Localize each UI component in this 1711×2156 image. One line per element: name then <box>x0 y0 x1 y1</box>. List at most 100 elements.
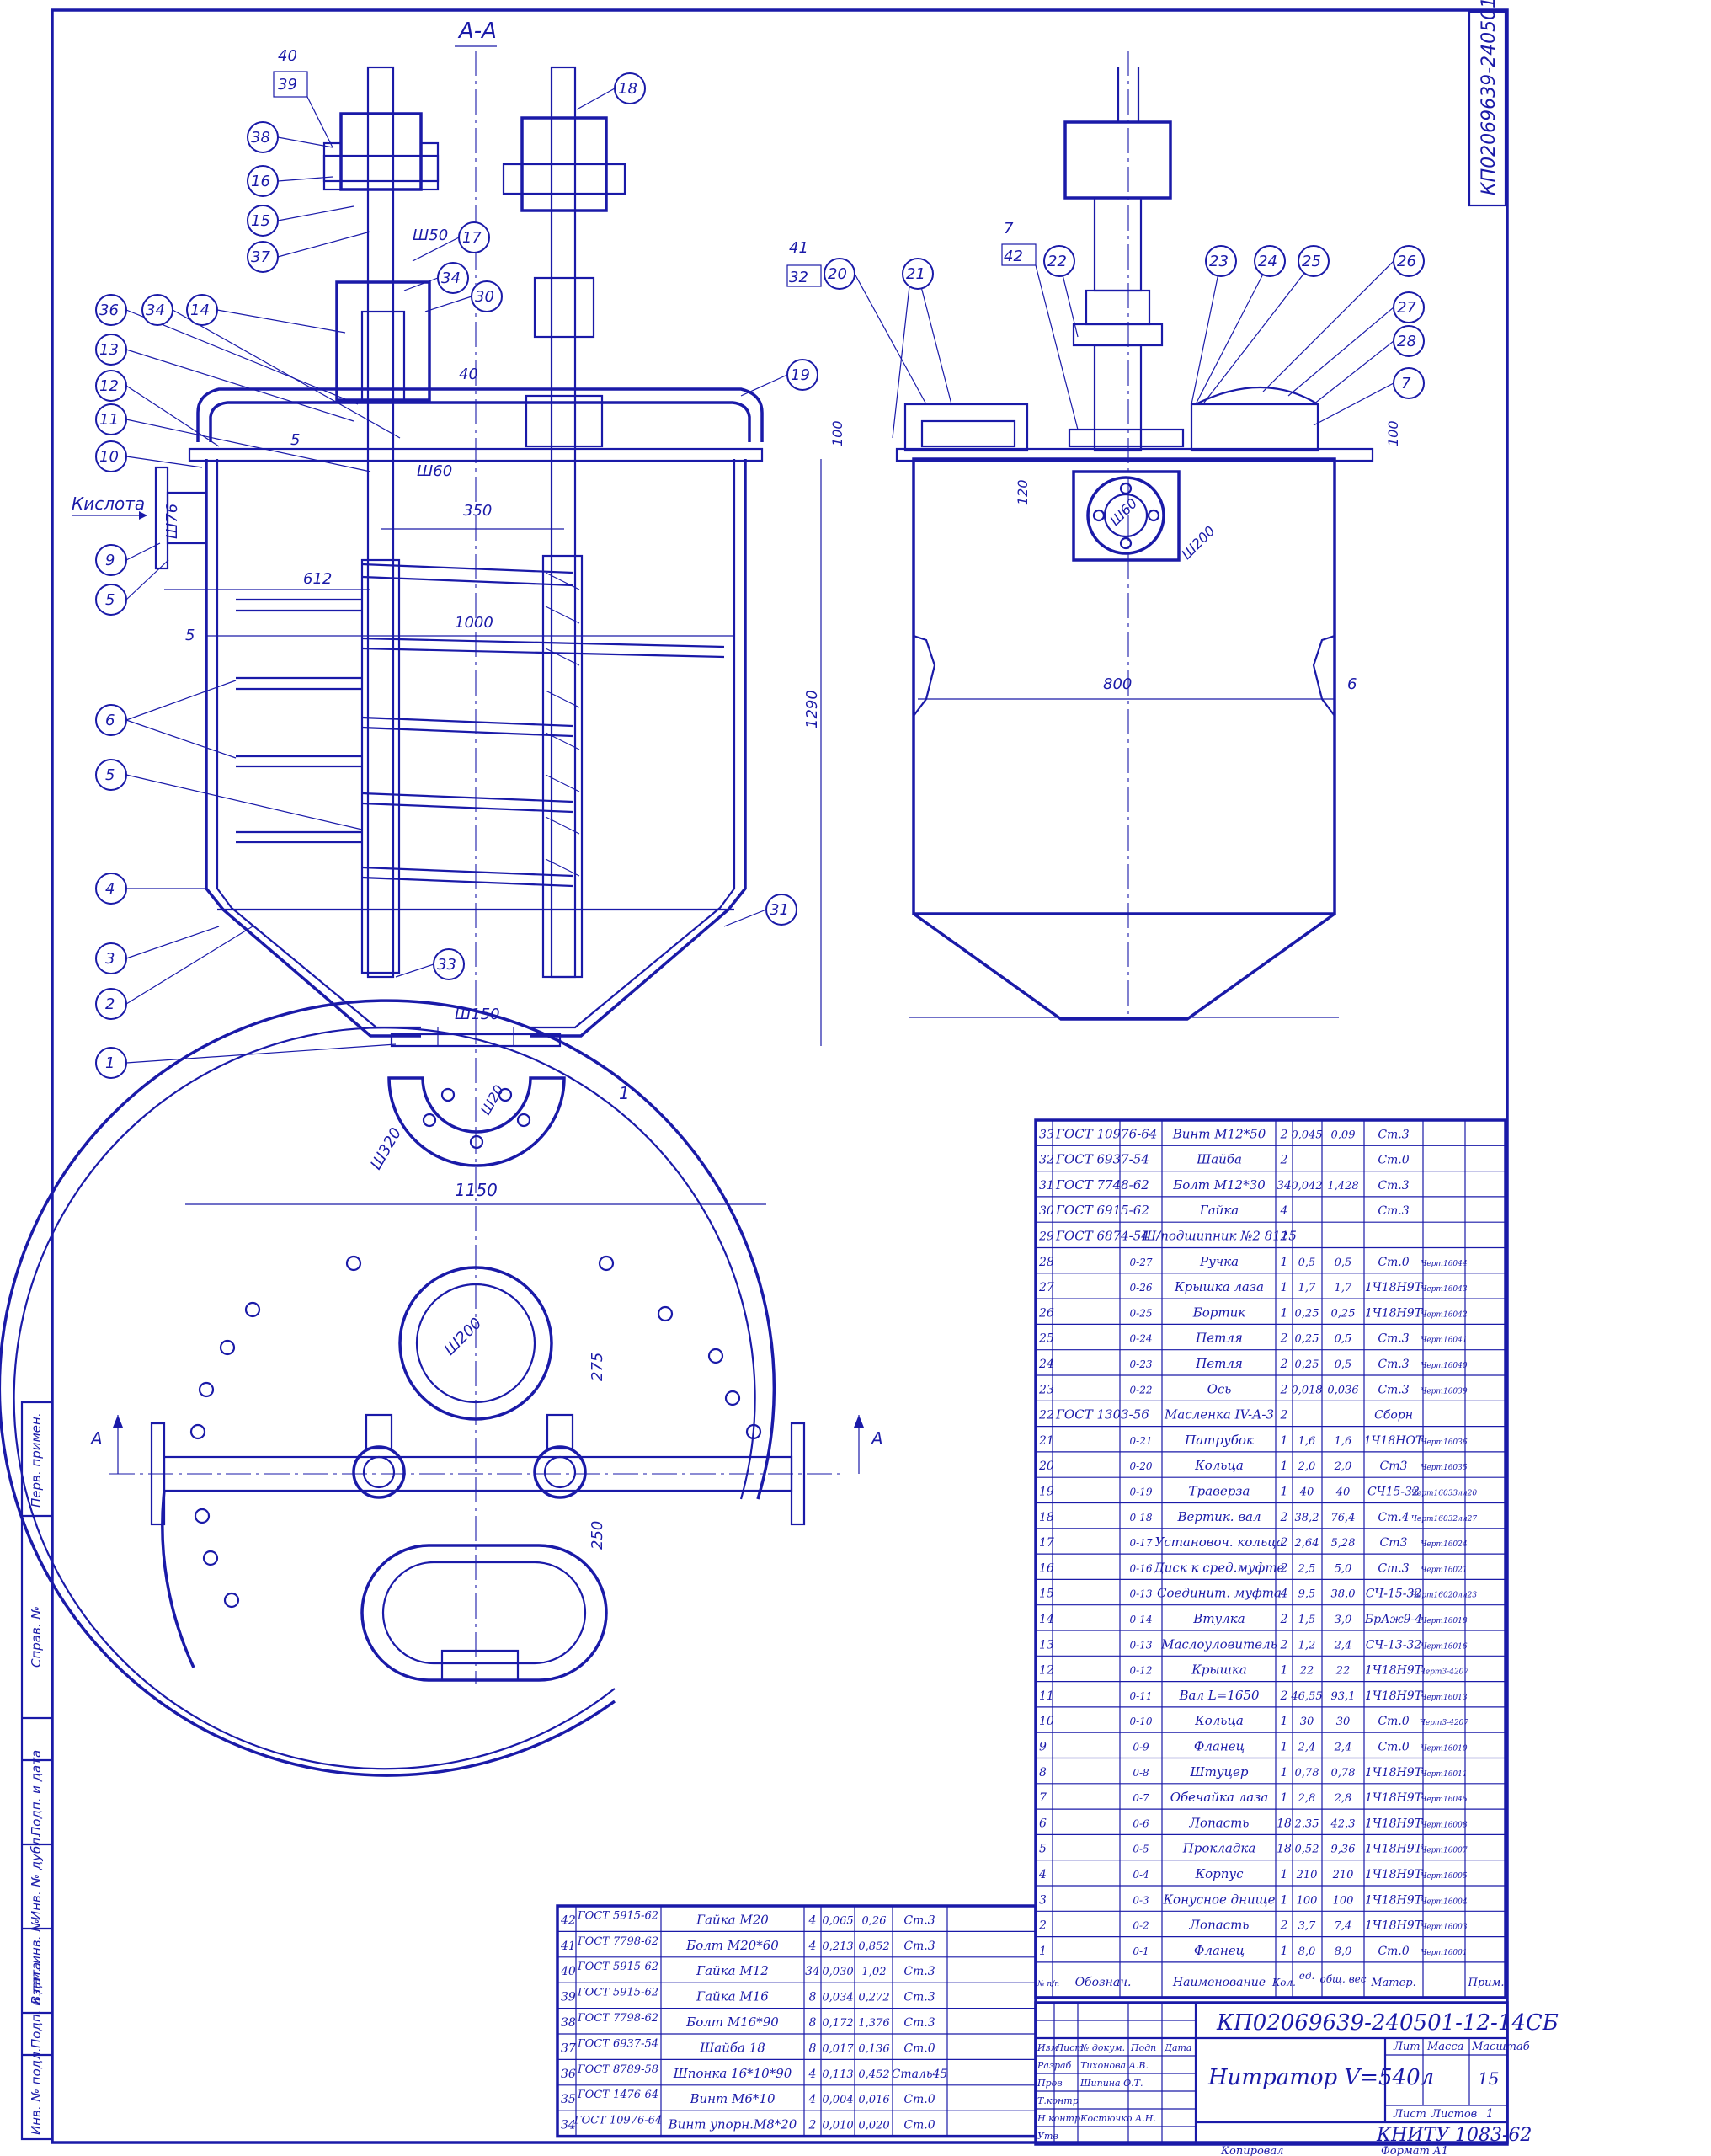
svg-text:30: 30 <box>475 288 494 306</box>
spec-row-name: Вал L=1650 <box>1179 1688 1260 1703</box>
side-stamp-4: Инв. № дубл. <box>29 1833 44 1920</box>
fastener-row-doc: ГОСТ 5915-62 <box>577 1987 658 1999</box>
side-stamp-6: Подп. и дата <box>29 1962 44 2048</box>
callout-16: 16 <box>247 165 333 197</box>
fastener-row-mass-total: 0,452 <box>858 2068 889 2081</box>
spec-row-des: 0-7 <box>1133 1792 1149 1804</box>
callout-3: 3 <box>95 926 220 974</box>
spec-row-mass-total: 93,1 <box>1331 1690 1356 1703</box>
section-mark-right: А <box>870 1428 883 1449</box>
dim-6: 6 <box>1347 675 1357 693</box>
spec-row-pos: 28 <box>1038 1256 1054 1269</box>
spec-row-name: Лопасть <box>1189 1918 1250 1933</box>
spec-row-material: Ст3 <box>1380 1460 1408 1473</box>
spec-row-mass-total: 0,036 <box>1327 1384 1358 1396</box>
svg-text:22: 22 <box>1047 253 1067 270</box>
callout-2: 2 <box>95 926 253 1020</box>
spec-row-mass-total: 40 <box>1335 1486 1351 1499</box>
fastener-row-pos: 36 <box>561 2068 576 2081</box>
spec-row-name: Винт М12*50 <box>1172 1126 1266 1141</box>
spec-row-pos: 14 <box>1039 1613 1054 1626</box>
callout-13: 13 <box>95 334 354 422</box>
fastener-row-mass-total: 0,26 <box>862 1914 887 1927</box>
spec-row-qty: 2 <box>1280 1561 1288 1575</box>
spec-row-mass-total: 1,428 <box>1327 1180 1358 1193</box>
fastener-row-material: Сталь45 <box>892 2068 948 2081</box>
svg-text:40: 40 <box>278 47 297 65</box>
fastener-row-material: Ст.3 <box>903 1940 935 1953</box>
spec-row-name: Маслоуловитель <box>1160 1636 1277 1652</box>
callouts-left: 1 2 3 4 5 6 5 9 10 11 12 13 36 34 14 37 … <box>95 47 818 1079</box>
side-shell <box>912 457 1336 915</box>
callout-34: 36 <box>95 294 359 405</box>
spec-row-pos: 32 <box>1039 1154 1054 1167</box>
spec-row-mass-unit: 1,7 <box>1298 1282 1316 1294</box>
callout-5a: 5 <box>95 759 363 830</box>
side-stamp-1: Перв. примен. <box>29 1412 44 1508</box>
spec-row-material: Ст.3 <box>1378 1561 1409 1575</box>
spec-row-mass-unit: 9,5 <box>1298 1588 1316 1601</box>
callout-37: 38 <box>247 121 333 153</box>
svg-text:36: 36 <box>99 302 119 319</box>
spec-row-name: Корпус <box>1194 1866 1244 1881</box>
spec-row-des: 0-4 <box>1133 1869 1149 1881</box>
svg-text:23: 23 <box>1209 253 1229 270</box>
spec-row-mass-unit: 1,5 <box>1298 1614 1316 1626</box>
spec-row-qty: 4 <box>1280 1204 1288 1218</box>
svg-text:6: 6 <box>105 712 115 729</box>
title-mass-h: Масса <box>1426 2041 1463 2053</box>
spec-row-qty: 1 <box>1281 1945 1288 1958</box>
spec-row-mass-total: 2,4 <box>1334 1639 1352 1652</box>
spec-row-mass-total: 42,3 <box>1330 1817 1356 1830</box>
spec-row-name: Обечайка лаза <box>1170 1790 1269 1805</box>
spec-row-mass-unit: 46,55 <box>1290 1690 1322 1703</box>
spec-row-name: Диск к сред.муфте <box>1154 1560 1285 1575</box>
spec-row-mass-unit: 0,52 <box>1295 1844 1319 1856</box>
spec-row-material: Ст3 <box>1380 1536 1408 1550</box>
dim-250: 250 <box>589 1521 606 1550</box>
spec-row-des: 0-24 <box>1130 1333 1153 1345</box>
svg-text:39: 39 <box>278 76 297 93</box>
spec-row-mass-total: 2,8 <box>1334 1792 1352 1805</box>
spec-row-note: Черт16035 <box>1421 1464 1467 1472</box>
dim-w76: Ш76 <box>163 504 181 539</box>
spec-row-des: 0-19 <box>1130 1486 1153 1498</box>
spec-row-material: 1Ч18Н9Т <box>1365 1868 1424 1881</box>
svg-text:16: 16 <box>251 173 270 190</box>
spec-row-mass-total: 9,36 <box>1331 1844 1356 1856</box>
callout-17: 17 <box>412 221 490 262</box>
callout-1: 1 <box>95 1043 397 1079</box>
title-row-role: Н.контр <box>1037 2113 1080 2124</box>
spec-row-name: Соединит. муфта <box>1157 1586 1282 1601</box>
spec-row-des: 0-13 <box>1130 1639 1153 1651</box>
callout-15: 15 <box>247 205 354 237</box>
spec-row-name: Гайка <box>1199 1203 1239 1218</box>
spec-row-mass-unit: 1,2 <box>1298 1639 1316 1652</box>
svg-text:9: 9 <box>105 552 115 569</box>
spec-row-qty: 1 <box>1281 1766 1288 1780</box>
spec-row-name: Установоч. кольца <box>1154 1534 1283 1550</box>
fastener-row-name: Винт упорн.М8*20 <box>668 2117 797 2132</box>
spec-row-mass-total: 5,28 <box>1331 1537 1356 1550</box>
spec-row-pos: 20 <box>1038 1460 1054 1473</box>
fastener-row-mass-unit: 0,010 <box>822 2120 853 2132</box>
left-coupling <box>339 112 423 191</box>
spec-row-mass-unit: 2,5 <box>1298 1562 1316 1575</box>
spec-row-mass-total: 2,0 <box>1334 1460 1352 1473</box>
svg-text:18: 18 <box>618 80 637 98</box>
spec-row-pos: 11 <box>1039 1689 1054 1703</box>
spec-row-pos: 29 <box>1038 1230 1054 1244</box>
spec-row-note: Черт3-4207 <box>1420 1668 1469 1677</box>
spec-row-qty: 2 <box>1280 1332 1288 1346</box>
callout-5b: 5 <box>95 559 169 616</box>
fastener-row-qty: 4 <box>808 1940 817 1953</box>
spec-row-pos: 16 <box>1039 1561 1054 1575</box>
fastener-row-material: Ст.0 <box>903 2119 935 2132</box>
spec-row-qty: 1 <box>1281 1715 1288 1728</box>
svg-text:17: 17 <box>462 229 482 247</box>
plan-manhole <box>398 1266 553 1421</box>
side-stamp-5: Взам. инв. № <box>29 1919 44 2004</box>
